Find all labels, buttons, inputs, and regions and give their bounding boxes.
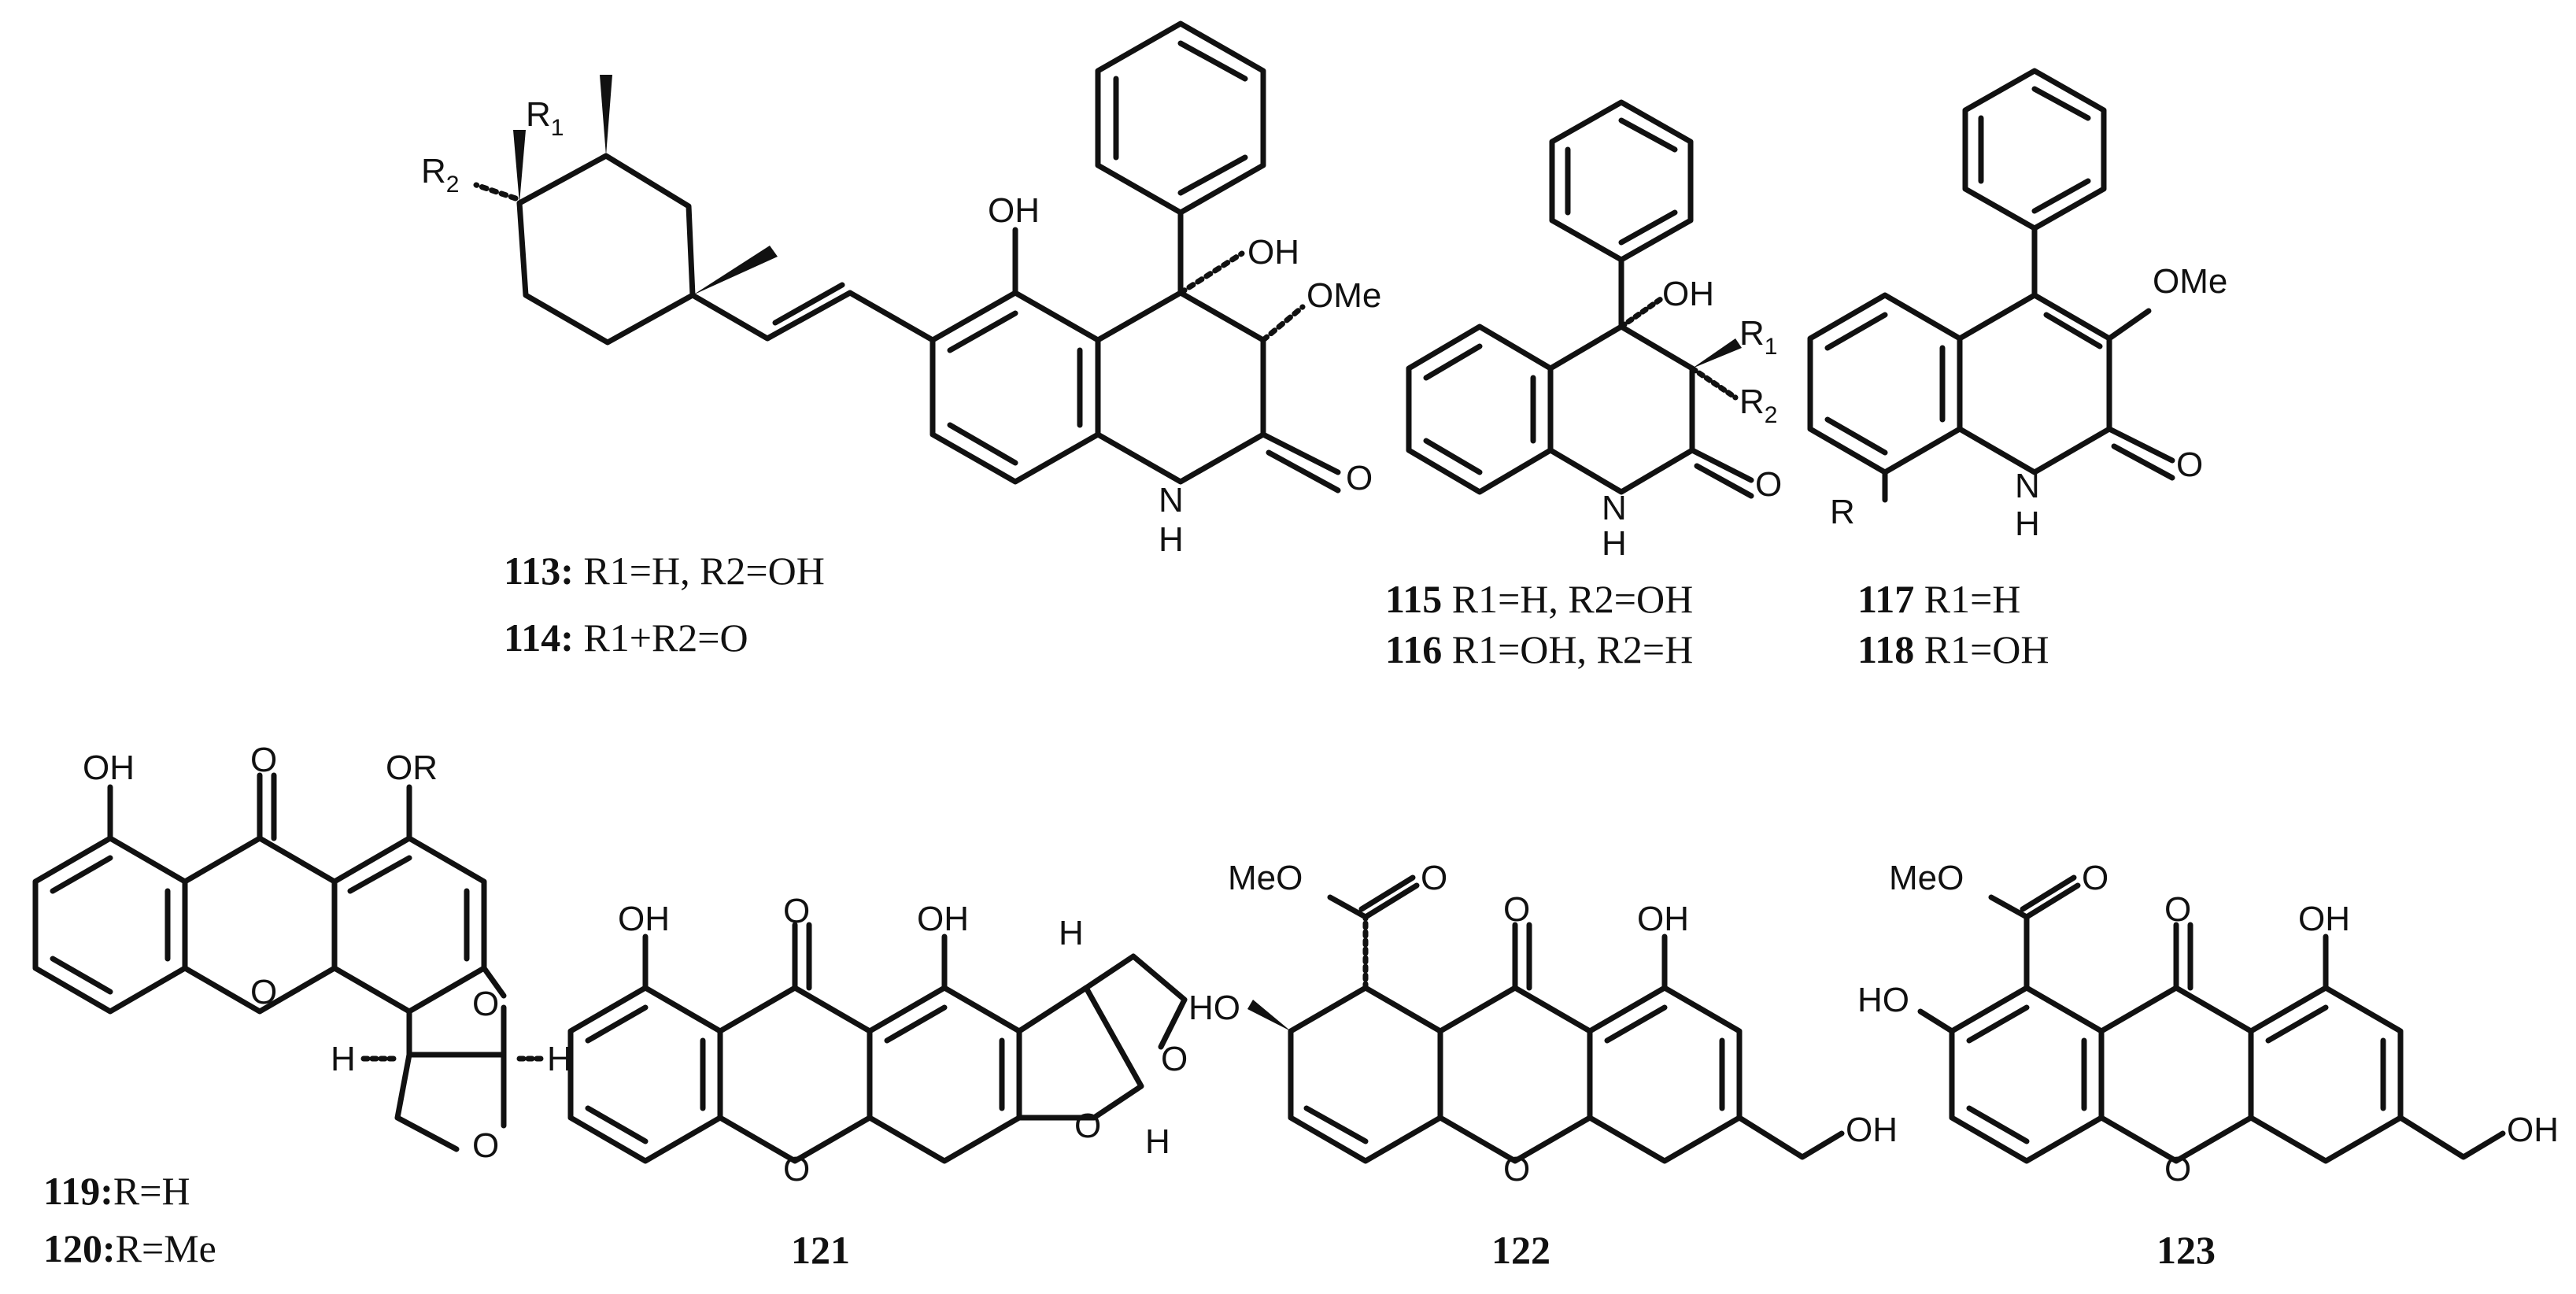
carbonyl-oxygen: O: [1346, 459, 1373, 497]
hydroxyl-label: HO: [1188, 989, 1240, 1027]
r2-label: R2: [1739, 383, 1777, 428]
r2-label: R2: [421, 152, 459, 198]
label-117: 117 R1=H: [1857, 577, 2020, 621]
nh-nitrogen: N: [1602, 489, 1627, 527]
hydrogen-label: H: [331, 1040, 356, 1078]
r1-label: R1: [526, 95, 564, 141]
ring-oxygen: O: [1503, 1150, 1530, 1189]
methoxy-label: OMe: [1306, 276, 1381, 315]
furan-oxygen: O: [472, 1126, 499, 1165]
methoxy-label: OMe: [2153, 262, 2227, 301]
hydrogen-label: H: [1059, 914, 1084, 952]
hydroxyl-label: OH: [988, 191, 1040, 230]
hydroxyl-label: HO: [1857, 981, 1909, 1019]
label-121: 121: [791, 1228, 850, 1272]
label-116: 116 R1=OH, R2=H: [1385, 627, 1693, 671]
nh-nitrogen: N: [1159, 481, 1184, 519]
hydroxyl-label: OH: [83, 749, 135, 787]
hydrogen-label: H: [1145, 1122, 1170, 1161]
structure-117-118: O N H OMe R: [1807, 68, 2227, 543]
r-label: R: [1830, 493, 1855, 531]
hydroxyl-label: OH: [2507, 1111, 2559, 1149]
structure-113-114: R1 R2 OH O N H OH OMe: [421, 20, 1381, 559]
ester-oxygen: O: [1421, 859, 1447, 897]
furan-oxygen: O: [1074, 1107, 1101, 1145]
r1-wedge: [513, 130, 526, 203]
label-120: 120:R=Me: [43, 1226, 216, 1270]
hydroxyl-label: OH: [917, 900, 969, 938]
hydroxyl-label: OH: [1846, 1111, 1898, 1149]
label-122: 122: [1491, 1228, 1550, 1272]
structure-122: O O OH OH HO O MeO: [1188, 859, 1898, 1189]
nh-hydrogen: H: [1602, 524, 1627, 563]
carbonyl-oxygen: O: [2176, 446, 2203, 484]
label-119: 119:R=H: [43, 1169, 190, 1213]
ketone-oxygen: O: [1503, 890, 1530, 929]
ring-oxygen: O: [783, 1150, 810, 1189]
structure-115-116: O N H OH R1 R2: [1406, 99, 1782, 563]
nh-nitrogen: N: [2015, 467, 2040, 505]
ester-oxygen: O: [2082, 859, 2108, 897]
r2-hash-bond: [473, 182, 519, 201]
nh-hydrogen: H: [1159, 520, 1184, 559]
hydroxyl-label: OH: [2298, 900, 2350, 938]
label-115: 115 R1=H, R2=OH: [1385, 577, 1693, 621]
ketone-oxygen: O: [250, 741, 277, 779]
furan-oxygen: O: [1161, 1040, 1188, 1078]
nh-hydrogen: H: [2015, 505, 2040, 543]
or-label: OR: [386, 749, 438, 787]
ketone-oxygen: O: [2164, 890, 2191, 929]
ring-oxygen: O: [2164, 1150, 2191, 1189]
structure-123: O O OH OH HO O MeO: [1857, 859, 2559, 1189]
methyl-wedge: [600, 75, 612, 156]
carbonyl-oxygen: O: [1755, 465, 1782, 504]
hydroxyl-label: OH: [618, 900, 670, 938]
ring-oxygen: O: [250, 973, 277, 1011]
hydroxyl-label: OH: [1662, 275, 1714, 313]
hydroxyl-label: OH: [1247, 233, 1299, 272]
ketone-oxygen: O: [783, 892, 810, 930]
label-123: 123: [2157, 1228, 2216, 1272]
methoxy-label: MeO: [1889, 859, 1964, 897]
label-114: 114: R1+R2=O: [504, 616, 748, 660]
structure-119-120: O O OH OR O O H H: [32, 741, 572, 1165]
hydrogen-label: H: [547, 1040, 572, 1078]
furan-oxygen: O: [472, 985, 499, 1023]
label-118: 118 R1=OH: [1857, 627, 2049, 671]
hydroxyl-label: OH: [1637, 900, 1689, 938]
structure-121: O O OH OH O O H H: [567, 892, 1188, 1189]
methyl-wedge: [693, 246, 778, 295]
r1-label: R1: [1739, 314, 1777, 360]
label-113: 113: R1=H, R2=OH: [504, 549, 825, 593]
methoxy-label: MeO: [1228, 859, 1303, 897]
